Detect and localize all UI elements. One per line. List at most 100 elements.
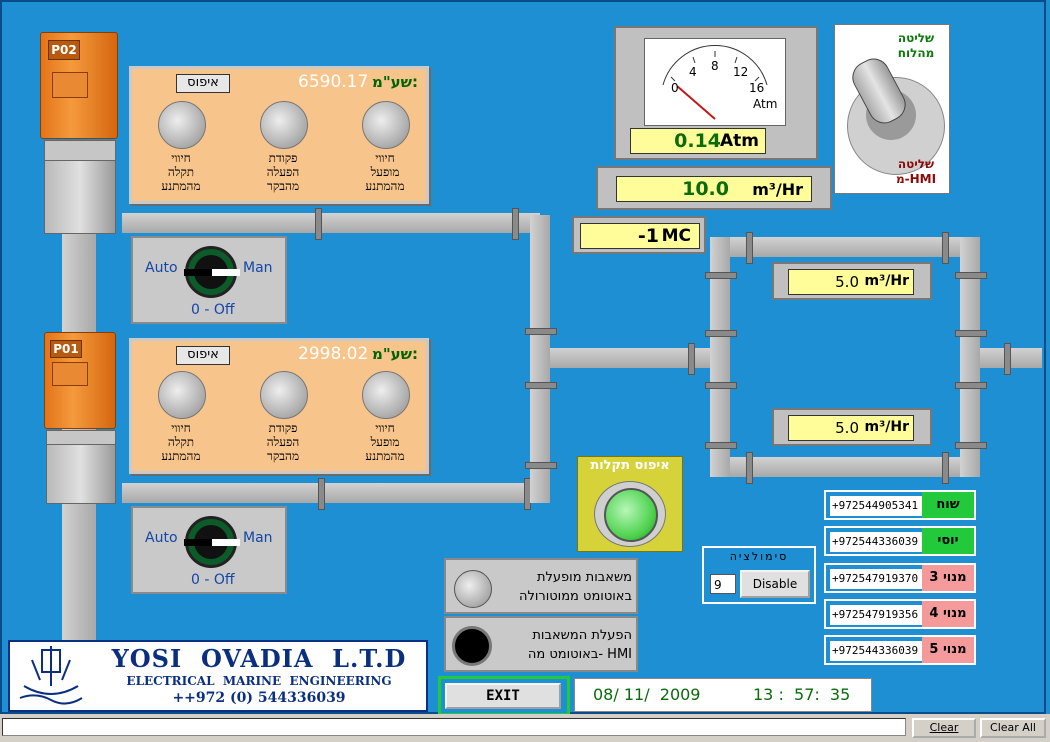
gauge-needle [676,85,716,120]
gauge-unit-label: Atm [753,97,778,111]
run-hours-value: 2998.02 [298,344,369,364]
logo-emblem-icon [18,646,84,708]
pipe-flange [705,330,737,337]
pumps-auto-motorola-panel: משאבות מופעלת באוטומט ממוטורולה [444,558,638,614]
contact-row: +972547919356 מנוי 4 [824,599,976,629]
clear-button[interactable]: Clear [912,718,976,738]
pipe-flange [955,330,987,337]
flow-meter-loop-top: 5.0 m³/Hr [772,262,932,300]
contact-row: +972547919370 מנוי 3 [824,563,976,593]
gauge-tick-label: 8 [711,59,719,73]
pressure-readout: 0.14 Atm [630,128,766,154]
hmi-control-label: שליטה מ-HMI [895,157,937,186]
simulation-panel: סימולציה 9 Disable [702,546,816,604]
clear-all-button[interactable]: Clear All [980,718,1046,738]
flow-value: 5.0 [835,273,859,291]
run-command-lamp [260,371,308,419]
flow-unit: m³/Hr [752,180,803,199]
company-tagline: ELECTRICAL MARINE ENGINEERING [126,674,392,688]
auto-label: Auto [145,260,178,276]
contact-name[interactable]: יוסי [922,528,974,554]
loop-pipe-top [710,237,980,257]
run-hours-label: שע"מ: [372,73,419,91]
fault-indicator-lamp [158,371,206,419]
pipe-p01-out [122,483,540,503]
lamp-label: פקודת הפעלה מהבקר [266,421,300,463]
pipe-flange [1004,343,1011,375]
reset-button[interactable]: איפוס [176,74,230,93]
pipe-flange [315,208,322,240]
motor-p01[interactable]: P01 [42,332,124,504]
lamp-label: חיווי מופעל מהמתנע [365,151,405,193]
gauge-tick-label: 0 [671,81,679,95]
pipe-flange [955,382,987,389]
flow-readout: 5.0 m³/Hr [788,269,914,295]
lamp-label: פקודת הפעלה מהבקר [266,151,300,193]
control-switch-knob[interactable] [846,52,945,175]
status-text: משאבות מופעלת באוטומט ממוטורולה [518,570,632,604]
riser-pipe [530,215,550,503]
motor-id-label: P01 [50,340,82,358]
fault-reset-button[interactable] [594,481,666,547]
status-lamp [452,626,492,666]
run-hours-value: 6590.17 [298,72,369,92]
mode-selector-p01: Auto Man 0 - Off [131,506,287,594]
contact-row: +972544905341 שוח [824,490,976,520]
date-value: 08/ 11/ 2009 [593,685,701,704]
mc-panel: -1 MC [572,216,706,254]
contact-name[interactable]: מנוי 5 [922,637,974,663]
gauge-tick-label: 16 [749,81,765,95]
selector-knob[interactable] [184,516,240,568]
exit-button-frame: EXIT [438,676,570,716]
loop-pipe-left [710,237,730,477]
pipe-flange [705,442,737,449]
pipe-flange [955,442,987,449]
flow-value: 10.0 [682,178,729,200]
mc-value: -1 [637,225,659,247]
flow-readout: 5.0 m³/Hr [788,415,914,441]
pressure-gauge: 0 4 8 12 16 Atm [644,38,786,126]
panel-control-label: שליטה מהלוח [897,31,935,60]
pipe-flange [525,462,557,469]
loop-pipe-bottom [710,457,980,477]
gauge-tick-label: 4 [689,65,697,79]
reset-button[interactable]: איפוס [176,346,230,365]
contact-name[interactable]: מנוי 3 [922,565,974,591]
exit-button[interactable]: EXIT [445,683,561,709]
flow-meter-main: 10.0 m³/Hr [596,166,832,210]
pipe-flange [318,478,325,510]
pipe-flange [746,232,753,264]
pipe-flange [525,382,557,389]
pump-panel-p01: איפוס 2998.02 שע"מ: חיווי תקלה מהמתנע פק… [129,338,429,474]
motor-p02[interactable]: P02 [38,32,120,237]
loop-pipe-right [960,237,980,477]
auto-label: Auto [145,530,178,546]
pressure-gauge-panel: 0 4 8 12 16 Atm 0.14 Atm [614,26,818,160]
flow-meter-loop-bottom: 5.0 m³/Hr [772,408,932,446]
off-label: 0 - Off [191,302,235,318]
motor-id-label: P02 [48,40,80,60]
pressure-value: 0.14 [674,130,721,152]
simulation-disable-button[interactable]: Disable [740,570,810,598]
running-indicator-lamp [362,371,410,419]
pipe-p02-out [122,213,540,233]
contact-name[interactable]: מנוי 4 [922,601,974,627]
flow-unit: m³/Hr [864,273,909,289]
mc-readout: -1 MC [580,223,700,249]
pipe-flange [955,272,987,279]
pipe-flange [705,272,737,279]
pipe-flange [705,382,737,389]
pipe-flange [942,452,949,484]
pump-panel-p02: איפוס 6590.17 שע"מ: חיווי תקלה מהמתנע פק… [129,66,429,204]
pipe-flange [942,232,949,264]
gauge-tick-label: 12 [733,65,749,79]
flow-unit: m³/Hr [864,419,909,435]
mode-selector-p02: Auto Man 0 - Off [131,236,287,324]
selector-knob[interactable] [184,246,240,298]
simulation-title: סימולציה [729,550,789,563]
flow-readout: 10.0 m³/Hr [616,176,812,202]
simulation-value-input[interactable]: 9 [710,574,736,594]
loop-outlet-pipe [980,348,1042,368]
contact-name[interactable]: שוח [922,492,974,518]
man-label: Man [243,260,273,276]
